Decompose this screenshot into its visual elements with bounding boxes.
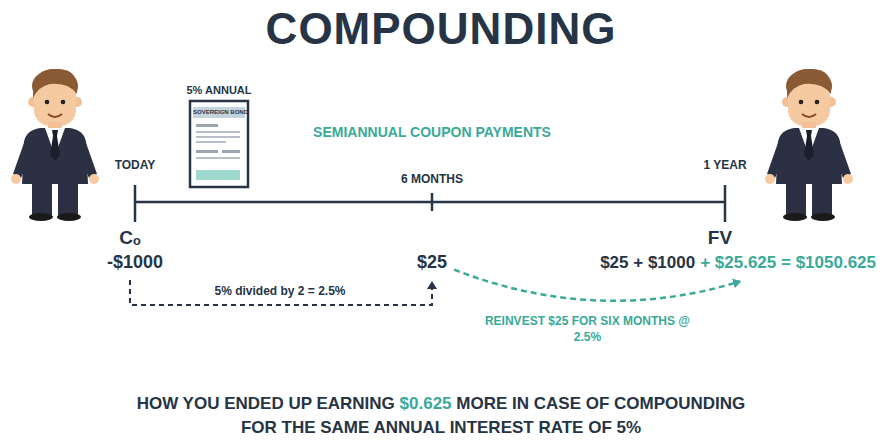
symbol-label: FV — [695, 227, 745, 250]
time-label: 6 MONTHS — [382, 172, 482, 186]
dashed-bracket-arrow — [130, 280, 432, 305]
caption-text: HOW YOU ENDED UP EARNING — [137, 394, 395, 413]
bond-heading: SOVEREIGN BOND — [193, 108, 245, 117]
symbol-label: Cₒ — [105, 227, 155, 250]
time-label: 1 YEAR — [685, 158, 765, 172]
caption-block: HOW YOU ENDED UP EARNING$0.625MORE IN CA… — [131, 392, 751, 440]
businessman-right — [765, 69, 853, 221]
rate-note: 5% divided by 2 = 2.5% — [175, 284, 385, 298]
section-heading: SEMIANNUAL COUPON PAYMENTS — [262, 124, 602, 141]
amount-sum: + $25.625 = $1050.625 — [700, 253, 876, 273]
amount-label: -$1000 — [90, 252, 180, 274]
diagram-title: COMPOUNDING — [0, 4, 882, 54]
reinvest-curve-arrow — [454, 270, 740, 301]
amount-sum: $25 + $1000 — [600, 253, 695, 273]
businessman-left — [11, 69, 99, 221]
reinvest-note: REINVEST $25 FOR SIX MONTHS @ 2.5% — [470, 313, 705, 345]
future-value-line: $25 + $1000+ $25.625 = $1050.625 — [600, 253, 876, 273]
bond-rate-label: 5% ANNUAL — [165, 84, 273, 97]
bond-document — [190, 101, 248, 187]
amount-label: $25 — [397, 252, 467, 274]
caption-amount: $0.625 — [400, 394, 452, 413]
timeline — [135, 185, 725, 222]
time-label: TODAY — [95, 158, 175, 172]
